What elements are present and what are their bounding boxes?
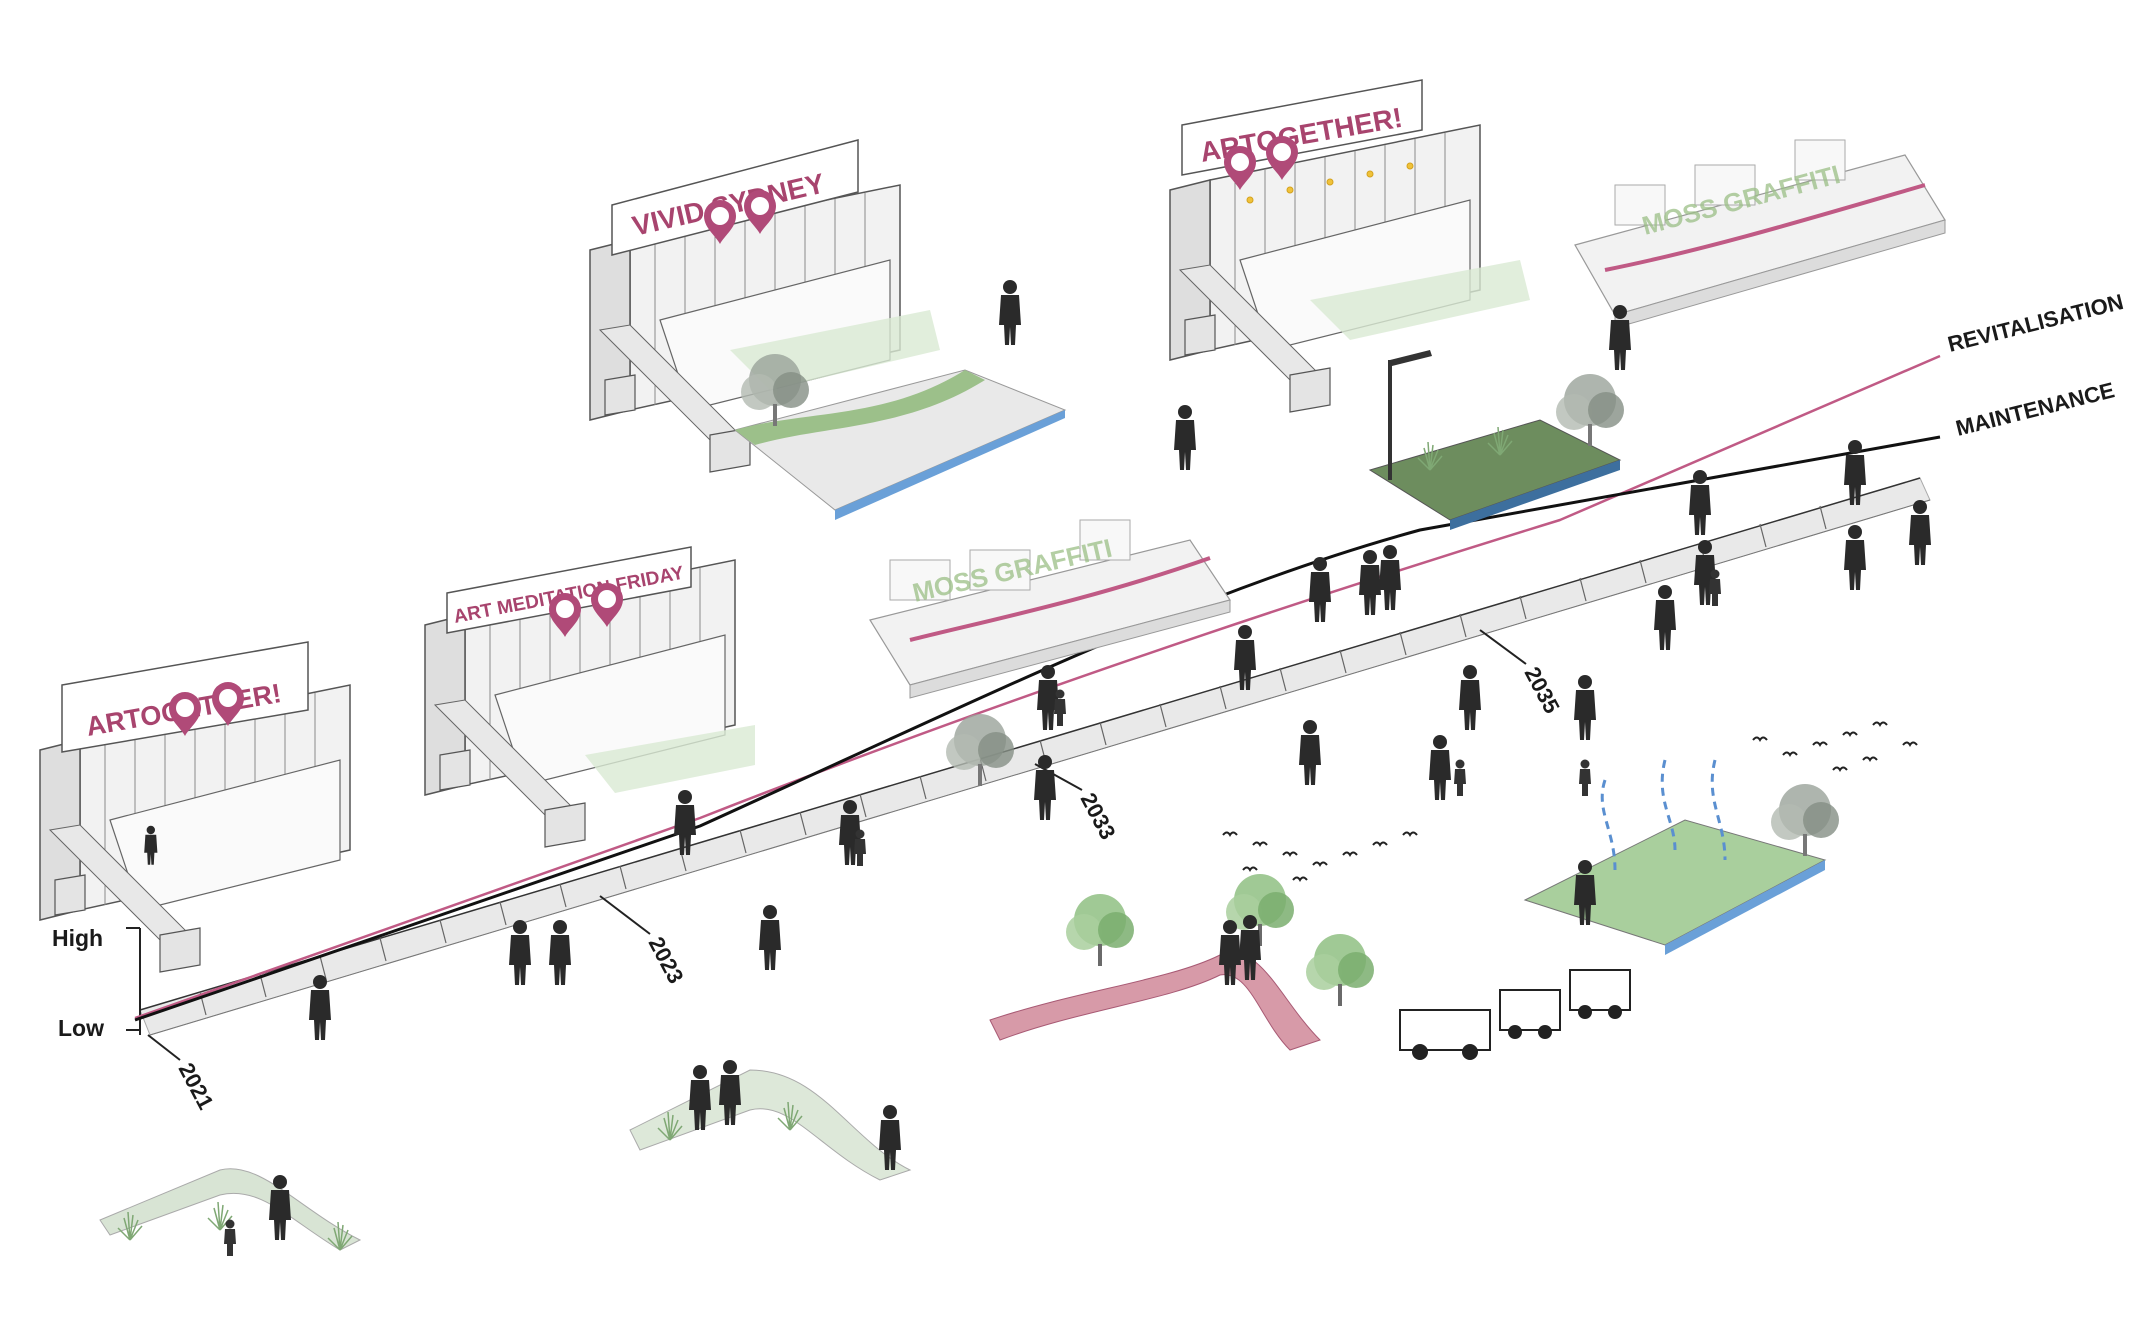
person-icon (1429, 735, 1451, 800)
year-label-2035: 2035 (1520, 663, 1565, 718)
person-icon (1909, 500, 1931, 565)
machinery-sketch (1400, 970, 1630, 1060)
year-label-2023: 2023 (644, 933, 689, 988)
child-icon (1054, 690, 1066, 727)
axis-low-label: Low (58, 1015, 104, 1041)
billboard-art-meditation-friday: ART MEDITATION FRIDAY (425, 547, 755, 847)
person-icon (1037, 665, 1059, 730)
axis-high-label: High (52, 925, 103, 951)
revitalisation-label: REVITALISATION (1945, 289, 2126, 357)
person-icon (1299, 720, 1321, 785)
rain-garden (1525, 760, 1839, 955)
garden-scene-medium (630, 1060, 910, 1180)
person-icon (1309, 557, 1331, 622)
billboard-artogether-2: ARTOGETHER! (1170, 80, 1530, 412)
person-icon (1574, 675, 1596, 740)
child-icon (224, 1220, 236, 1257)
garden-scene-small (100, 1169, 360, 1256)
year-label-2021: 2021 (174, 1059, 219, 1114)
person-icon (1174, 405, 1196, 470)
person-icon (759, 905, 781, 970)
person-icon (1359, 550, 1381, 615)
tree-icon (1771, 784, 1839, 856)
child-icon (854, 830, 866, 867)
child-icon (1454, 760, 1466, 797)
person-icon (1379, 545, 1401, 610)
person-icon (1844, 525, 1866, 590)
billboard-artogether-1: ARTOGETHER! (40, 642, 350, 972)
tree-icon (1306, 934, 1374, 1006)
park-plane (735, 354, 1065, 520)
planting-bed (1370, 350, 1624, 530)
maintenance-label: MAINTENANCE (1953, 377, 2117, 441)
person-icon (509, 920, 531, 985)
bridge-scene (990, 874, 1374, 1050)
person-icon (549, 920, 571, 985)
child-icon (1579, 760, 1591, 797)
moss-graffiti-block-2: MOSS GRAFFITI (1575, 140, 1945, 328)
person-icon (999, 280, 1021, 345)
year-markers: 2021 2023 2033 2035 (148, 630, 1565, 1114)
person-icon (1654, 585, 1676, 650)
vertical-axis: High Low (52, 925, 140, 1041)
tree-icon (1066, 894, 1134, 966)
year-label-2033: 2033 (1076, 789, 1121, 844)
child-icon (1709, 570, 1721, 607)
person-icon (1459, 665, 1481, 730)
